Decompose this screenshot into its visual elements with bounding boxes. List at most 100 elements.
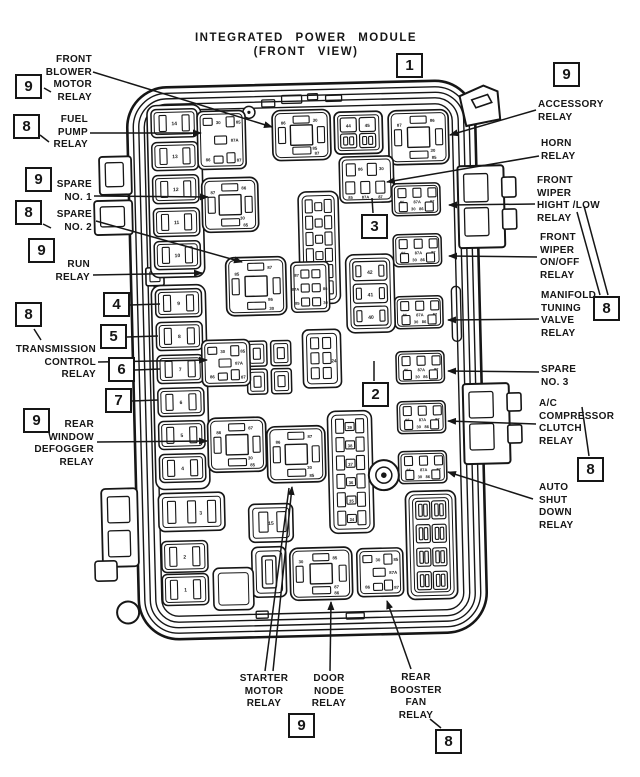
relay-accessory <box>387 108 450 166</box>
pin-label: 85 <box>309 473 315 478</box>
pin <box>247 262 265 271</box>
rim-slit <box>324 94 343 103</box>
pin <box>309 337 320 350</box>
pin-label: 86 <box>419 206 424 211</box>
right-rim-slot <box>450 285 463 343</box>
pin-label: 85 <box>393 557 399 562</box>
relay-spare-no1-target <box>200 176 260 234</box>
callout-number: 8 <box>444 733 453 750</box>
callout-number: 3 <box>370 218 379 235</box>
pin <box>305 248 315 263</box>
leader-line-1 <box>126 335 159 338</box>
leader-line-3 <box>131 399 159 402</box>
pin-label: 85 <box>243 222 249 227</box>
leader-line-0 <box>129 303 161 306</box>
fuse-number: 14 <box>171 121 177 127</box>
fuse-cell-inner <box>154 144 196 169</box>
relay-module-s1-inner <box>293 264 328 310</box>
pin-label: 87 <box>334 584 340 589</box>
pin <box>356 491 367 507</box>
fuse-number: 7 <box>179 367 182 373</box>
case-ring <box>116 600 141 625</box>
pin <box>158 114 167 133</box>
page-title: INTEGRATED POWER MODULE (FRONT VIEW) <box>150 31 462 59</box>
pin-label: 87A <box>415 250 423 255</box>
fuse-cell-inner <box>164 543 206 570</box>
label-line: FAN <box>405 697 427 708</box>
callout-box-inside-2: 2 <box>362 382 389 407</box>
title-line-2: (FRONT VIEW) <box>253 46 359 58</box>
pin <box>355 265 362 278</box>
fuse-number: 6 <box>180 400 183 406</box>
pin <box>185 294 195 312</box>
relay-starter-motor-target <box>265 424 327 484</box>
pin <box>213 436 222 454</box>
pin-label: 86 <box>420 257 425 262</box>
callout-box-inside-3: 3 <box>361 214 388 239</box>
strip-label-box <box>314 202 323 212</box>
pin-label: 87 <box>210 190 216 195</box>
label-line: WINDOW <box>48 431 94 443</box>
tall-connector-inner <box>255 550 284 594</box>
pin <box>277 375 286 388</box>
label-line: BOOSTER <box>390 684 442 696</box>
leader-line-6 <box>583 205 609 296</box>
strip-label-box <box>345 477 357 487</box>
pin <box>412 187 422 198</box>
pin <box>435 573 441 587</box>
leader-line-12 <box>39 134 50 143</box>
label-line: FRONT <box>540 232 576 243</box>
pin <box>368 135 374 145</box>
label-line: RELAY <box>311 698 347 709</box>
pin-label: 30 <box>216 120 222 125</box>
left-connector-slot <box>106 495 131 524</box>
pin-label: 30 <box>414 319 419 324</box>
pin-label: 87A <box>362 194 370 199</box>
pin <box>335 455 346 471</box>
fuse-cell-inner <box>153 111 195 136</box>
mounting-stud-dot <box>381 472 387 478</box>
pin-label: 87 <box>248 425 254 430</box>
pin <box>228 423 246 432</box>
pin-label: 85 <box>348 195 353 200</box>
label-line: VALVE <box>541 315 575 326</box>
pin <box>230 369 240 381</box>
pin <box>424 574 430 588</box>
pin <box>418 503 423 517</box>
arrow-accessory <box>449 109 537 137</box>
pin <box>227 457 248 467</box>
pin <box>429 419 440 430</box>
pin-label: 87 <box>314 151 320 156</box>
pin-label: 86 <box>424 424 429 429</box>
pin <box>188 393 197 411</box>
pin <box>186 327 196 345</box>
leader-line-8 <box>429 718 442 729</box>
small-fuse-inner <box>273 343 289 364</box>
pin <box>375 180 386 194</box>
pin <box>304 215 314 230</box>
leader-line-2 <box>134 368 161 371</box>
pin <box>357 510 367 526</box>
relay-front-wiper-high-low-inner <box>393 184 439 214</box>
arrow-doornode <box>327 601 335 672</box>
pin <box>169 546 178 567</box>
pin <box>401 355 411 367</box>
rim-slit <box>306 93 319 101</box>
pin-label: 30 <box>416 424 421 429</box>
pin <box>427 314 437 325</box>
pin <box>322 351 332 365</box>
right-connector-slot <box>462 172 489 203</box>
pin-label: 87 <box>237 158 243 163</box>
pin-label: 30 <box>430 148 436 153</box>
label-line: REAR <box>64 419 94 430</box>
pin-label: 86 <box>241 185 247 190</box>
fuse-number: 34 <box>350 517 355 522</box>
fuse-number: 42 <box>367 270 373 276</box>
strip-label-box <box>315 250 324 261</box>
mounting-stud-ring <box>375 466 393 484</box>
